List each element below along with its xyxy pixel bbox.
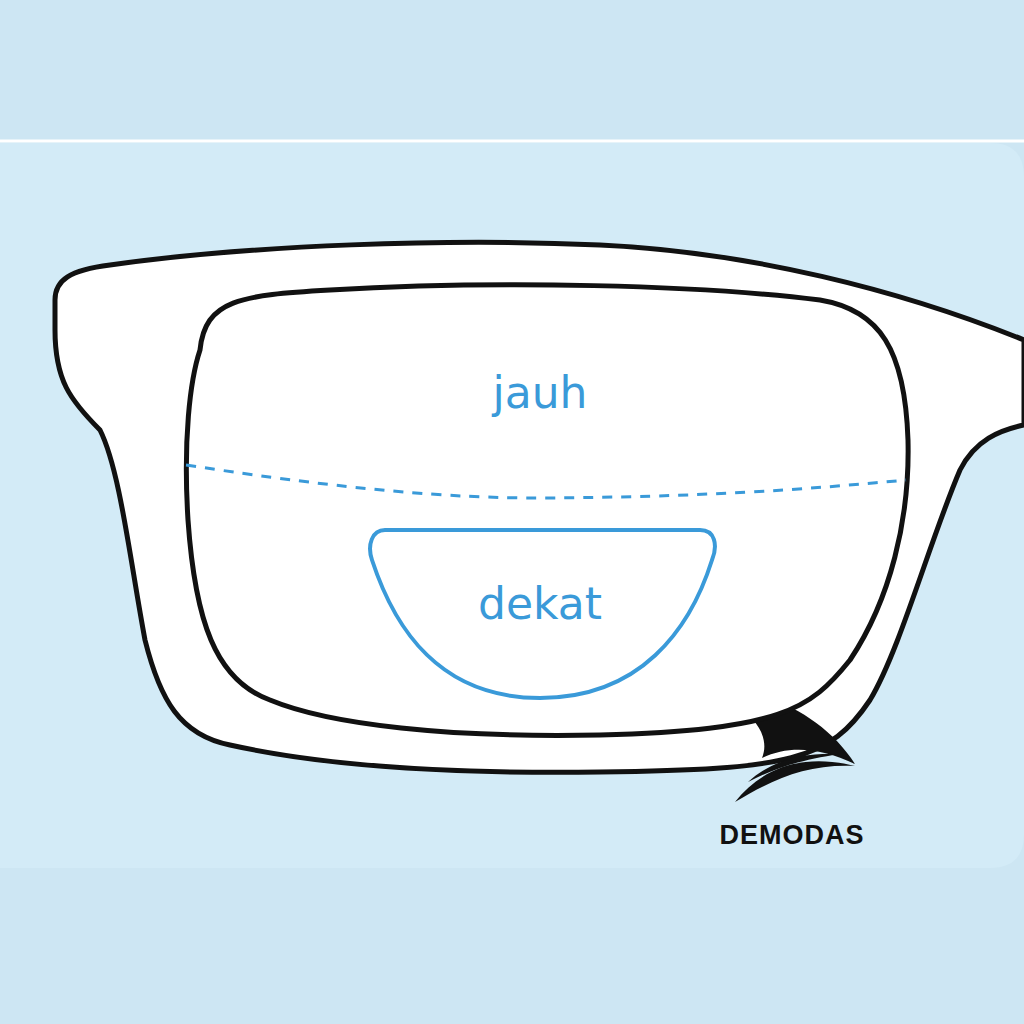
zone-label: jauh (493, 367, 588, 418)
distance-zone: jauh dekat (183, 280, 910, 740)
segment-outline (370, 530, 715, 698)
brand-watermark: DEMODAS (719, 820, 864, 851)
lens-outline (186, 285, 908, 736)
glasses-frame (55, 242, 1024, 772)
near-segment: dekat (365, 525, 720, 705)
logo-swoosh (735, 761, 855, 802)
divider-line (186, 465, 906, 498)
panel (0, 143, 1024, 868)
zone-label: dekat (478, 578, 602, 629)
logo-swoosh (748, 754, 840, 782)
panel-edge (0, 140, 1024, 143)
